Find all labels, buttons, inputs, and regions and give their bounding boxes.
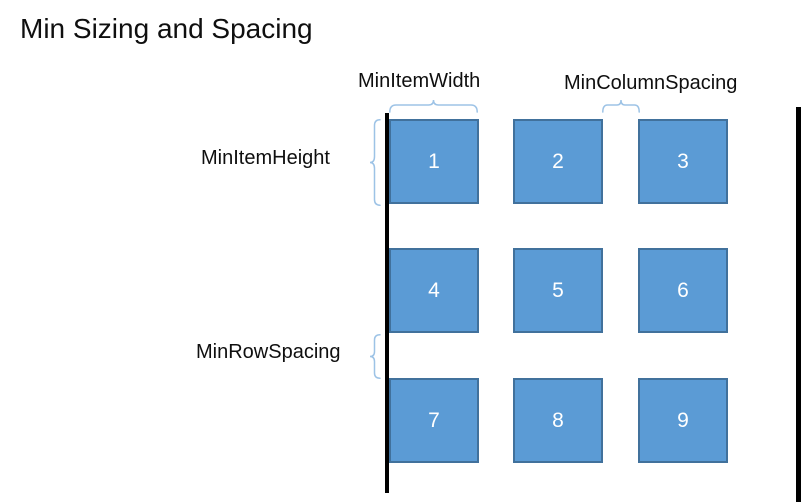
label-min-item-width: MinItemWidth	[358, 70, 481, 92]
label-min-item-height: MinItemHeight	[201, 147, 330, 169]
grid-item-9: 9	[638, 378, 728, 463]
grid-item-number: 7	[428, 408, 440, 432]
label-min-column-spacing: MinColumnSpacing	[564, 72, 738, 94]
min-column-spacing-brace-icon	[602, 99, 640, 113]
grid-item-2: 2	[513, 119, 603, 204]
grid-item-number: 9	[677, 408, 689, 432]
grid-item-8: 8	[513, 378, 603, 463]
grid-item-number: 4	[428, 278, 440, 302]
right-boundary-line	[796, 107, 801, 502]
grid-item-6: 6	[638, 248, 728, 333]
grid-item-number: 1	[428, 149, 440, 173]
min-item-height-brace-icon	[369, 119, 381, 206]
grid-item-7: 7	[389, 378, 479, 463]
grid-item-4: 4	[389, 248, 479, 333]
grid-item-5: 5	[513, 248, 603, 333]
min-row-spacing-brace-icon	[369, 334, 381, 379]
grid-item-number: 2	[552, 149, 564, 173]
grid-item-number: 3	[677, 149, 689, 173]
label-min-row-spacing: MinRowSpacing	[196, 341, 341, 363]
grid-item-number: 5	[552, 278, 564, 302]
page-title: Min Sizing and Spacing	[20, 13, 313, 44]
grid-item-3: 3	[638, 119, 728, 204]
grid-item-number: 6	[677, 278, 689, 302]
grid-item-number: 8	[552, 408, 564, 432]
grid-item-1: 1	[389, 119, 479, 204]
min-item-width-brace-icon	[389, 99, 478, 113]
left-boundary-line	[385, 113, 389, 493]
